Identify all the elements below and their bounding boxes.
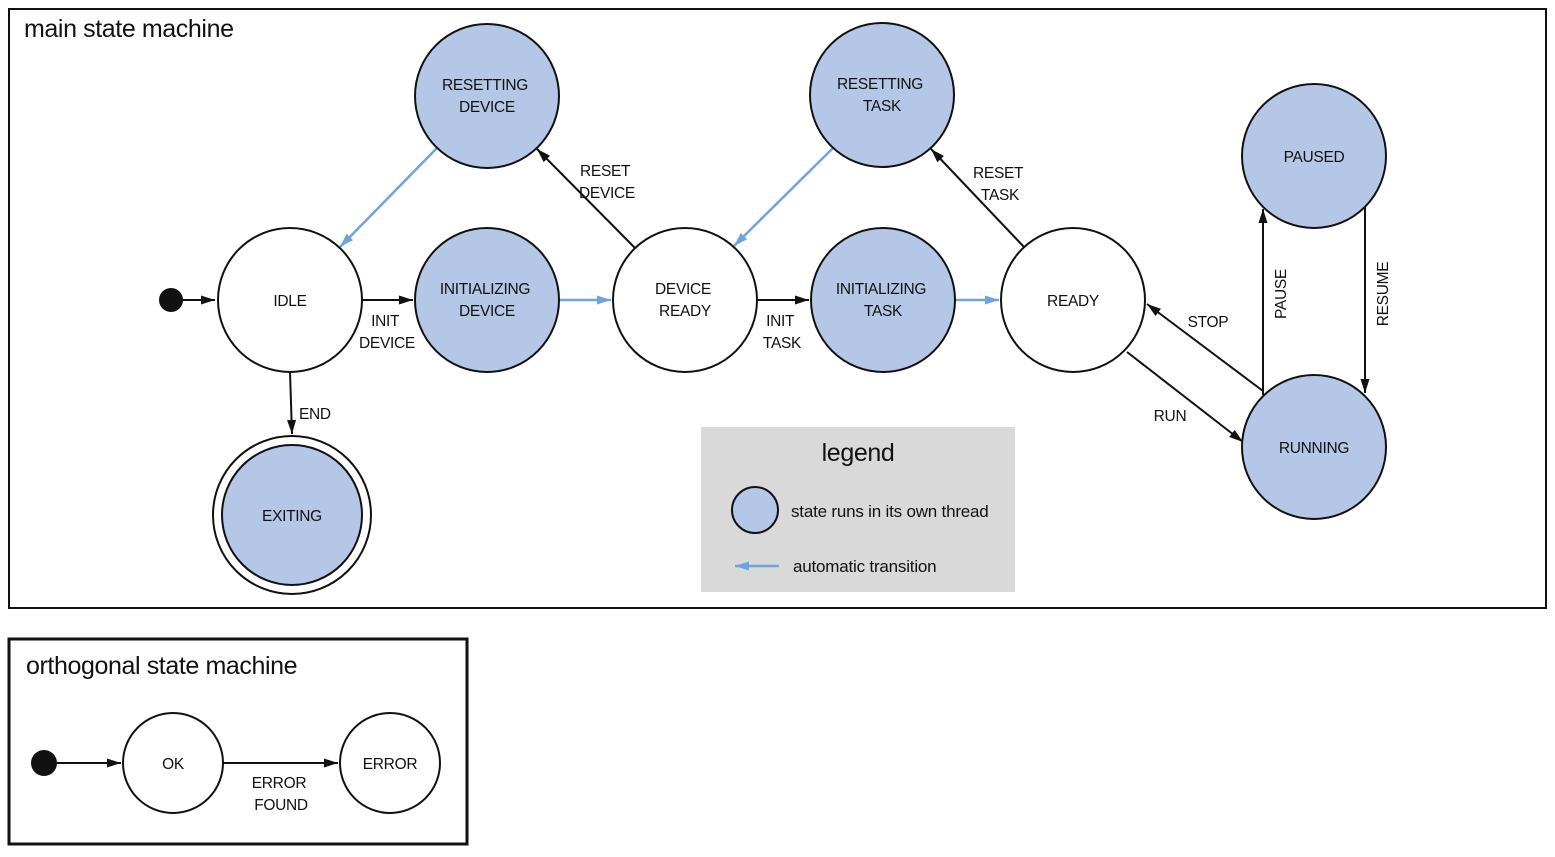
ortho-transition-ok-to-error: ERROR FOUND	[223, 758, 338, 814]
state-label-running: RUNNING	[1279, 440, 1349, 457]
main-panel-title: main state machine	[24, 15, 234, 43]
ortho-panel-title: orthogonal state machine	[26, 652, 297, 680]
state-running: RUNNING	[1241, 374, 1387, 520]
state-label-device-ready: DEVICE READY	[655, 281, 715, 320]
transition-device-ready-to-resetting-device: RESET DEVICE	[536, 148, 636, 249]
state-ok: OK	[122, 712, 224, 814]
legend-thread-state-swatch	[731, 486, 779, 534]
ortho-initial-state-dot	[31, 750, 57, 776]
state-device-ready: DEVICE READY	[612, 227, 758, 373]
state-label-resetting-device: RESETTING DEVICE	[442, 77, 532, 116]
state-label-exiting: EXITING	[262, 508, 322, 525]
state-initializing-task: INITIALIZING TASK	[810, 227, 956, 373]
legend: legend state runs in its own thread auto…	[701, 427, 1015, 592]
state-resetting-device: RESETTING DEVICE	[414, 23, 560, 169]
transition-label-init-device: INIT DEVICE	[359, 313, 415, 352]
legend-thread-label: state runs in its own thread	[791, 502, 989, 521]
transition-label-error-found: ERROR FOUND	[252, 775, 311, 814]
transition-label-pause: PAUSE	[1273, 269, 1290, 319]
transition-paused-to-running: RESUME	[1360, 207, 1392, 393]
transition-ready-to-running: RUN	[1126, 351, 1244, 443]
state-label-error: ERROR	[363, 756, 418, 773]
transition-label-resume: RESUME	[1375, 262, 1392, 327]
main-state-machine-panel: main state machine INIT DEVICE RESET DEV…	[8, 8, 1547, 609]
transition-idle-to-exiting: END	[287, 371, 331, 435]
transition-label-run: RUN	[1154, 408, 1187, 425]
state-resetting-task: RESETTING TASK	[809, 22, 955, 168]
legend-auto-label: automatic transition	[793, 557, 936, 576]
transition-running-to-ready: STOP	[1146, 303, 1264, 392]
transition-label-reset-device: RESET DEVICE	[579, 163, 635, 202]
state-label-paused: PAUSED	[1284, 149, 1345, 166]
transition-label-init-task: INIT TASK	[763, 313, 802, 352]
state-label-initializing-device: INITIALIZING DEVICE	[440, 281, 534, 320]
auto-transition-resetting-device-to-idle	[339, 147, 438, 248]
state-paused: PAUSED	[1241, 83, 1387, 229]
state-label-ok: OK	[162, 756, 185, 773]
state-error: ERROR	[339, 712, 441, 814]
state-exiting-final: EXITING	[212, 435, 372, 595]
initial-state-dot	[159, 288, 183, 312]
transition-device-ready-to-initializing-task: INIT TASK	[757, 295, 809, 352]
state-initializing-device: INITIALIZING DEVICE	[414, 227, 560, 373]
transition-label-reset-task: RESET TASK	[973, 165, 1027, 204]
state-label-ready: READY	[1047, 293, 1099, 310]
state-idle: IDLE	[217, 227, 363, 373]
state-label-resetting-task: RESETTING TASK	[837, 76, 927, 115]
transition-running-to-paused: PAUSE	[1258, 209, 1290, 395]
auto-transition-resetting-task-to-device-ready	[733, 147, 834, 247]
legend-title: legend	[822, 439, 895, 467]
orthogonal-state-machine-panel: orthogonal state machine ERROR FOUND OK …	[7, 637, 469, 846]
transition-label-end: END	[299, 406, 331, 423]
transition-idle-to-initializing-device: INIT DEVICE	[359, 295, 415, 352]
transition-ready-to-resetting-task: RESET TASK	[930, 148, 1027, 248]
state-label-idle: IDLE	[273, 293, 306, 310]
state-ready: READY	[1000, 227, 1146, 373]
state-label-initializing-task: INITIALIZING TASK	[836, 281, 930, 320]
transition-label-stop: STOP	[1188, 314, 1229, 331]
